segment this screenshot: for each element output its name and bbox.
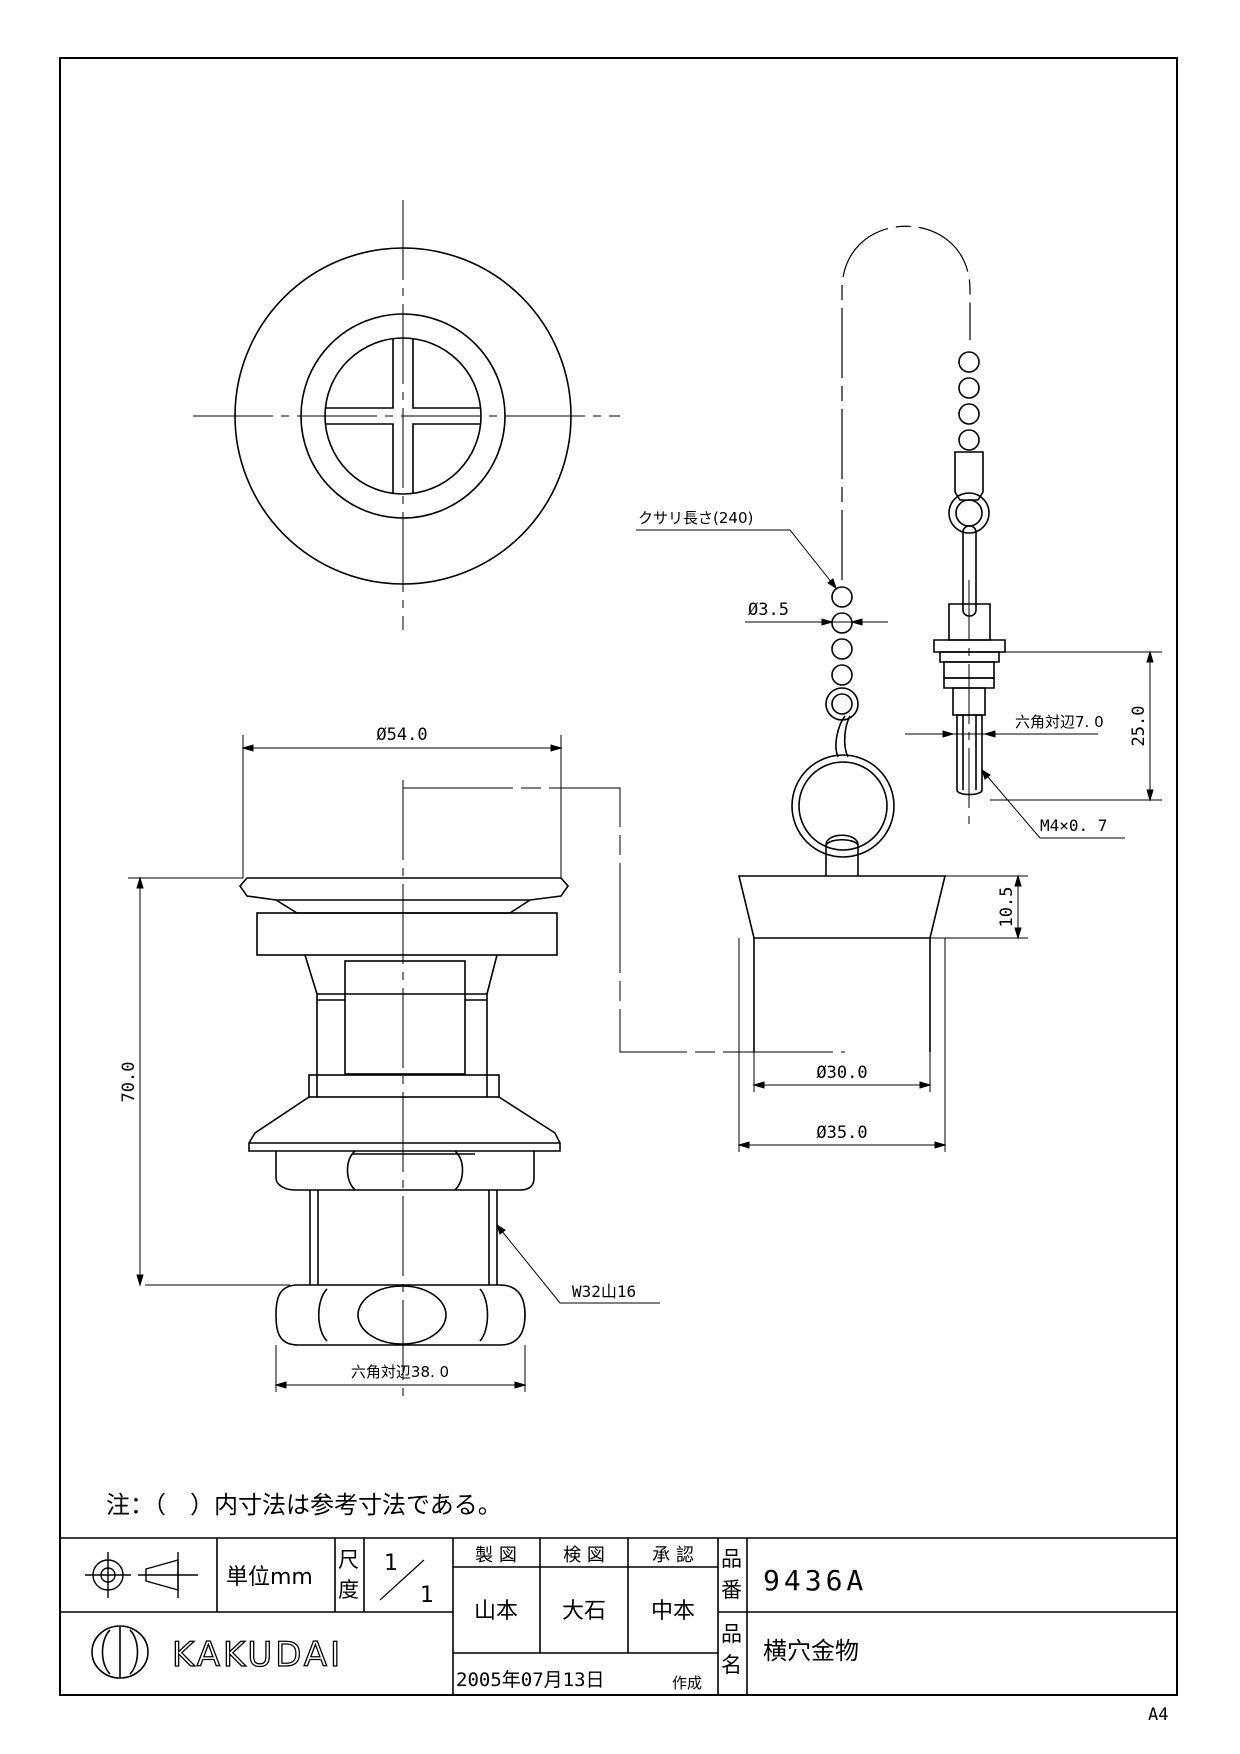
dim-10-5 <box>930 874 1028 940</box>
created-label: 作成 <box>672 1674 702 1692</box>
checked-by: 大石 <box>562 1599 606 1624</box>
drawing-frame <box>59 57 1178 1696</box>
approved-by: 中本 <box>651 1599 695 1624</box>
made-label: 製 図 <box>475 1545 517 1566</box>
chain-leader <box>636 529 837 590</box>
scale-denominator: 1 <box>420 1583 434 1608</box>
approved-label: 承 認 <box>652 1545 694 1566</box>
screw-label: M4×0. 7 <box>1040 816 1107 835</box>
scale-label-2: 度 <box>338 1578 359 1602</box>
company-name: KAKUDAI <box>172 1635 343 1675</box>
screw-leader <box>981 768 1125 839</box>
kakudai-logo-icon <box>91 1625 149 1679</box>
made-by: 山本 <box>474 1599 518 1624</box>
dim-3-5-label: Ø3.5 <box>748 600 789 620</box>
dim-70-label: 70.0 <box>119 1062 139 1103</box>
dim-25-label: 25.0 <box>1129 706 1149 747</box>
dim-35 <box>737 938 947 1152</box>
dim-70 <box>128 876 290 1287</box>
part-name: 横穴金物 <box>763 1637 859 1665</box>
dim-35-label: Ø35.0 <box>816 1123 867 1143</box>
scale-numerator: 1 <box>384 1551 398 1576</box>
dim-54-label: Ø54.0 <box>376 725 427 745</box>
drawing-date: 2005年07月13日 <box>456 1669 605 1691</box>
front-view <box>238 780 570 1400</box>
dim-30 <box>752 1052 932 1092</box>
dim-hex38 <box>274 1345 527 1392</box>
top-view <box>193 200 620 630</box>
checked-label: 検 図 <box>563 1545 605 1566</box>
dim-hex7-label: 六角対辺7. 0 <box>1015 713 1104 731</box>
dim-30-label: Ø30.0 <box>816 1063 867 1083</box>
paper-size: A4 <box>1148 1705 1168 1725</box>
title-block <box>60 1537 1177 1695</box>
dim-hex7 <box>905 730 1098 738</box>
dim-hex38-label: 六角対辺38. 0 <box>351 1363 449 1381</box>
scale-label-1: 尺 <box>338 1548 359 1572</box>
connection-centerline <box>403 787 845 1053</box>
stopper-view <box>737 225 1006 1052</box>
chain-length-label: クサリ長さ(240) <box>638 509 753 527</box>
thread-label: W32山16 <box>572 1282 636 1301</box>
note-text: 注：（ ）内寸法は参考寸法である。 <box>106 1491 502 1519</box>
dim-3-5 <box>745 618 888 626</box>
dim-25 <box>990 650 1162 802</box>
part-number: 9436A <box>763 1564 867 1597</box>
part-name-label-2: 名 <box>721 1653 742 1677</box>
dim-54 <box>241 735 563 878</box>
scale-slash <box>379 1559 425 1601</box>
part-no-label-1: 品 <box>721 1547 742 1571</box>
part-name-label-1: 品 <box>721 1622 742 1646</box>
dim-10-5-label: 10.5 <box>997 887 1017 928</box>
projection-symbol-icon <box>85 1552 198 1598</box>
part-no-label-2: 番 <box>721 1578 742 1602</box>
thread-leader <box>496 1223 660 1304</box>
unit-label: 単位mm <box>226 1565 313 1590</box>
